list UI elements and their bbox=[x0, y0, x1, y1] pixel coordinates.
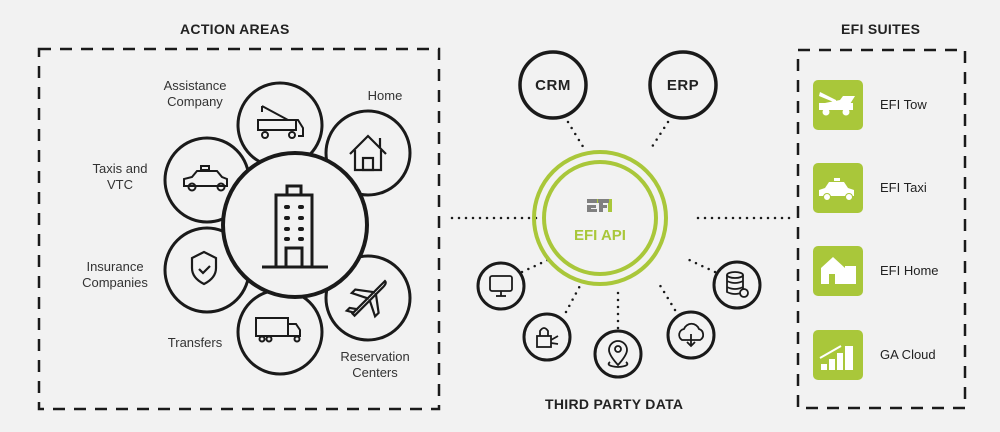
third-party-database[interactable] bbox=[712, 260, 762, 310]
third-party-location[interactable] bbox=[593, 329, 643, 379]
third-party-title: THIRD PARTY DATA bbox=[545, 396, 684, 412]
house-icon bbox=[821, 257, 856, 284]
crm-circle[interactable] bbox=[518, 50, 588, 120]
growth-chart-icon bbox=[819, 345, 853, 370]
suite-label-tow: EFI Tow bbox=[880, 97, 927, 112]
third-party-monitor[interactable] bbox=[476, 261, 526, 311]
suites-title: EFI SUITES bbox=[841, 21, 921, 37]
action-areas-box bbox=[37, 47, 441, 411]
taxi-icon bbox=[819, 178, 854, 201]
label-assistance: Assistance Company bbox=[163, 78, 227, 109]
action-center-circle bbox=[221, 151, 369, 299]
efi-logo bbox=[587, 199, 612, 212]
api-outer-ring bbox=[532, 150, 668, 286]
api-title: EFI API bbox=[574, 227, 626, 244]
label-insurance: Insurance Companies bbox=[82, 259, 148, 290]
cloud-download-icon bbox=[678, 322, 705, 348]
suites-box bbox=[796, 48, 967, 410]
database-check-icon bbox=[726, 271, 749, 298]
third-party-lock[interactable] bbox=[522, 312, 572, 362]
crm-label: CRM bbox=[535, 77, 571, 94]
shield-check-icon bbox=[190, 250, 218, 286]
house-icon bbox=[349, 134, 387, 172]
truck-icon bbox=[255, 317, 301, 343]
label-taxis: Taxis and VTC bbox=[92, 161, 148, 192]
api-inner-ring[interactable] bbox=[542, 160, 658, 276]
building-icon bbox=[262, 184, 328, 269]
suite-label-cloud: GA Cloud bbox=[880, 347, 936, 362]
suite-label-taxi: EFI Taxi bbox=[880, 180, 927, 195]
tow-truck-icon bbox=[257, 105, 304, 139]
lock-network-icon bbox=[536, 327, 559, 348]
suite-label-home: EFI Home bbox=[880, 263, 939, 278]
monitor-icon bbox=[489, 275, 513, 297]
label-reservation: Reservation Centers bbox=[340, 349, 410, 380]
airplane-icon bbox=[344, 279, 387, 319]
label-home: Home bbox=[367, 88, 403, 103]
label-transfers: Transfers bbox=[167, 335, 223, 350]
action-areas-title: ACTION AREAS bbox=[180, 21, 290, 37]
tow-truck-icon bbox=[819, 92, 855, 116]
action-circle-transfers[interactable] bbox=[236, 288, 324, 376]
erp-label: ERP bbox=[666, 77, 700, 94]
erp-circle[interactable] bbox=[648, 50, 718, 120]
taxi-icon bbox=[183, 165, 228, 192]
location-pin-icon bbox=[607, 340, 629, 368]
